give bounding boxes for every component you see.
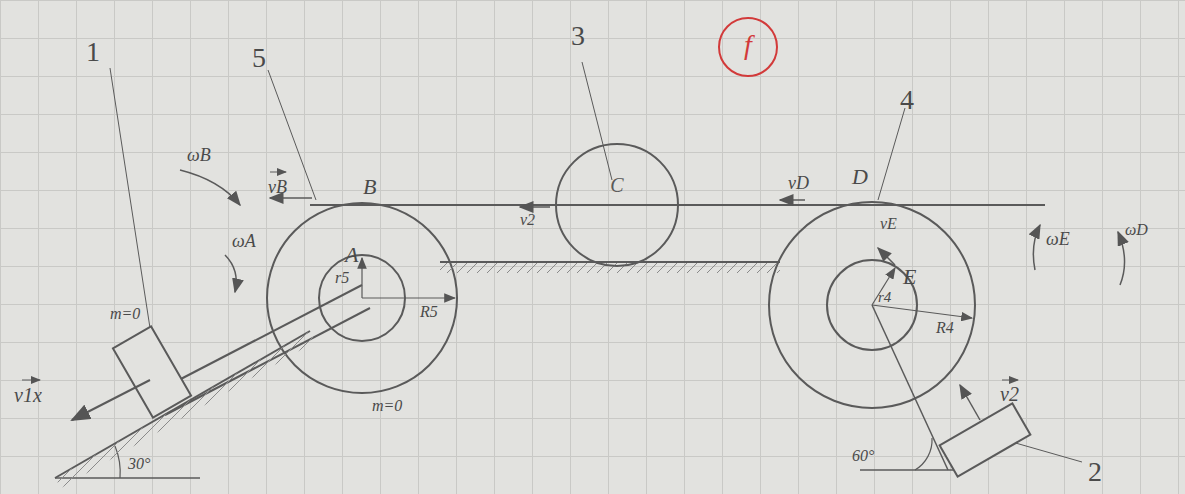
velocity-label: vD: [788, 174, 809, 192]
radius-label: R4: [936, 320, 954, 336]
mass-note: m=0: [372, 398, 402, 414]
callout-number: 4: [900, 86, 914, 114]
radius-label: r5: [335, 270, 349, 286]
velocity-label: v2: [1000, 384, 1019, 404]
angular-velocity: ωD: [1125, 222, 1148, 238]
velocity-label: v2: [520, 212, 535, 228]
radius-label: r4: [878, 290, 891, 305]
radius-label: R5: [420, 304, 438, 320]
angular-velocity: ωA: [232, 232, 256, 250]
velocity-label: v1x: [14, 385, 42, 405]
roller-body: C: [555, 143, 679, 267]
point-label: B: [363, 176, 376, 198]
velocity-label: vE: [880, 216, 897, 232]
angular-velocity: ωB: [187, 146, 211, 164]
callout-number: 3: [571, 22, 585, 50]
variant-mark: f: [718, 17, 778, 77]
angle-label: 30°: [128, 456, 150, 472]
velocity-label: vB: [268, 178, 287, 196]
point-label: D: [852, 166, 868, 188]
mass-note: m=0: [110, 306, 140, 322]
point-label: E: [903, 266, 916, 288]
callout-number: 2: [1088, 458, 1102, 486]
point-label: A: [345, 244, 358, 266]
callout-number: 1: [86, 38, 100, 66]
angle-label: 60°: [852, 448, 874, 464]
angular-velocity: ωE: [1046, 230, 1070, 248]
node-text: f: [744, 31, 752, 59]
callout-number: 5: [252, 44, 266, 72]
node-text: C: [610, 175, 623, 195]
